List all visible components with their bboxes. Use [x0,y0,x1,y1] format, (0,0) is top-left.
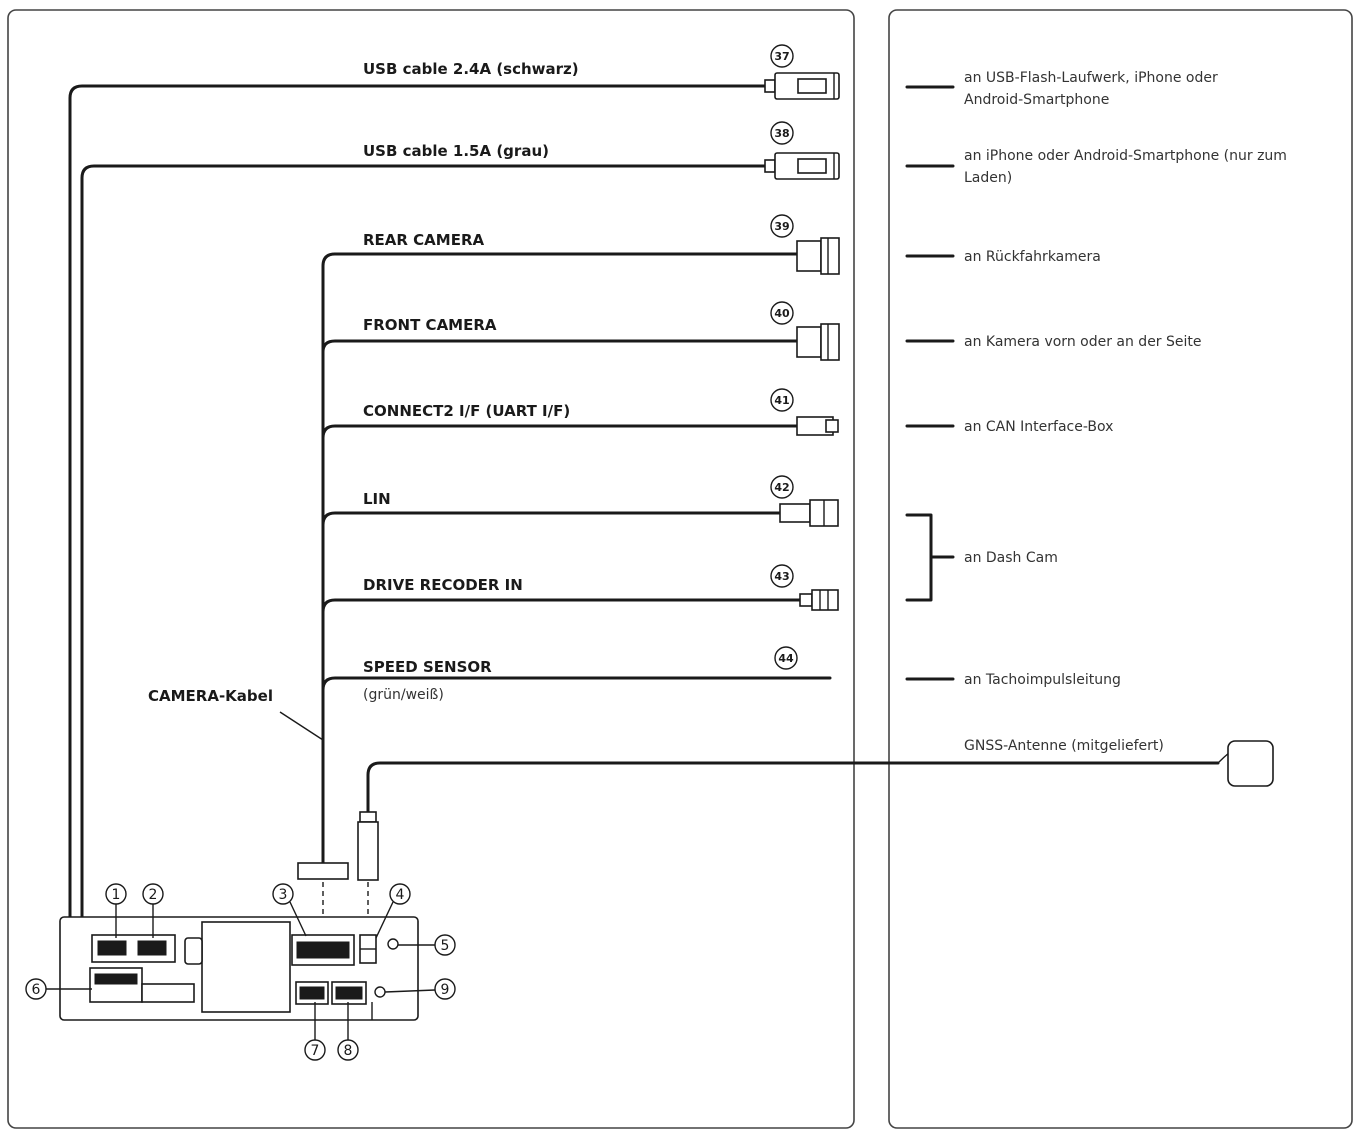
drive-recorder-label: DRIVE RECODER IN [363,576,523,594]
gnss-label: GNSS-Antenne (mitgeliefert) [964,738,1164,754]
callout-40: 40 [774,307,790,320]
usb-cable-38-label: USB cable 1.5A (grau) [363,142,549,160]
callout-5: 5 [441,938,450,954]
usb-cable-38-desc-1: an iPhone oder Android-Smartphone (nur z… [964,148,1287,164]
camera-cable-label: CAMERA-Kabel [148,687,273,705]
callout-1: 1 [112,887,121,903]
front-camera-desc: an Kamera vorn oder an der Seite [964,334,1202,350]
rear-camera-desc: an Rückfahrkamera [964,249,1101,265]
callout-37: 37 [774,50,789,63]
dash-cam-bracket: an Dash Cam [905,513,1058,602]
usb-cable-38: USB cable 1.5A (grau) 38 an iPhone oder … [80,121,1287,947]
lin-label: LIN [363,490,391,508]
callout-38: 38 [774,127,789,140]
callout-3: 3 [279,887,288,903]
drive-recorder-cable-43: DRIVE RECODER IN 43 [321,564,839,614]
dash-cam-desc: an Dash Cam [964,550,1058,566]
callout-41: 41 [774,394,789,407]
callout-6: 6 [32,982,41,998]
callout-43: 43 [774,570,789,583]
usb-cable-37-label: USB cable 2.4A (schwarz) [363,60,579,78]
callout-39: 39 [774,220,789,233]
usb-cable-37: USB cable 2.4A (schwarz) 37 an USB-Flash… [68,44,1218,947]
head-unit-rear [59,916,419,1021]
unit-callouts: 1 2 3 4 5 6 7 8 9 [25,883,456,1061]
usb-cable-37-desc-2: Android-Smartphone [964,92,1109,108]
front-camera-label: FRONT CAMERA [363,316,497,334]
speed-sensor-cable-44: SPEED SENSOR (grün/weiß) 44 an Tachoimpu… [321,646,1121,703]
usb-cable-37-desc-1: an USB-Flash-Laufwerk, iPhone oder [964,70,1218,86]
callout-4: 4 [396,887,405,903]
speed-sensor-desc: an Tachoimpulsleitung [964,672,1121,688]
gnss-antenna: GNSS-Antenne (mitgeliefert) [357,738,1274,881]
speed-sensor-label: SPEED SENSOR [363,658,492,676]
connect2-desc: an CAN Interface-Box [964,419,1113,435]
front-camera-cable-40: FRONT CAMERA 40 an Kamera vorn oder an d… [321,301,1202,361]
callout-42: 42 [774,481,789,494]
speed-sensor-sub: (grün/weiß) [363,687,444,703]
left-panel [7,9,855,1129]
callout-44: 44 [778,652,794,665]
callout-2: 2 [149,887,158,903]
callout-9: 9 [441,982,450,998]
connect2-cable-41: CONNECT2 I/F (UART I/F) 41 an CAN Interf… [321,388,1113,440]
right-panel [888,9,1353,1129]
rear-camera-cable-39: REAR CAMERA 39 an Rückfahrkamera [333,214,1101,275]
connect2-label: CONNECT2 I/F (UART I/F) [363,402,570,420]
usb-cable-38-desc-2: Laden) [964,170,1012,186]
rear-camera-label: REAR CAMERA [363,231,485,249]
lin-cable-42: LIN 42 [321,475,839,527]
callout-8: 8 [344,1043,353,1059]
callout-7: 7 [311,1043,320,1059]
